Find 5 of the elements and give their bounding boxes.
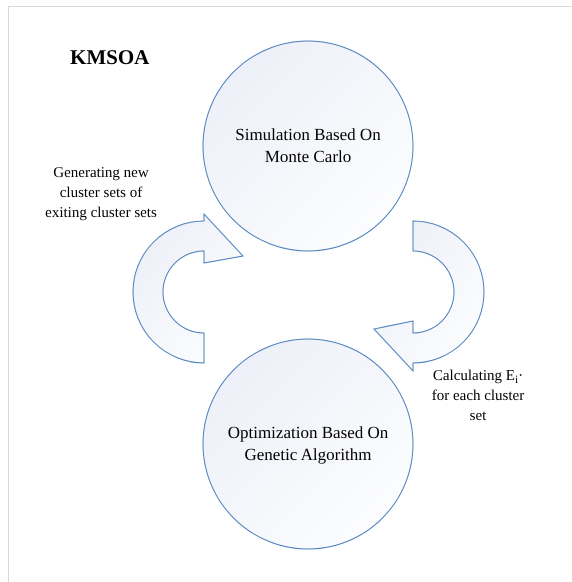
- edge-label: Calculating E$_{i}$· for each cluster set: [430, 367, 526, 426]
- node-text: Simulation Based On Monte Carlo: [234, 124, 382, 168]
- title: KMSOA: [70, 44, 150, 71]
- node-text: Optimization Based On Genetic Algorithm: [226, 422, 390, 466]
- edge-label: Generating new cluster sets of exiting cluster sets: [44, 164, 158, 223]
